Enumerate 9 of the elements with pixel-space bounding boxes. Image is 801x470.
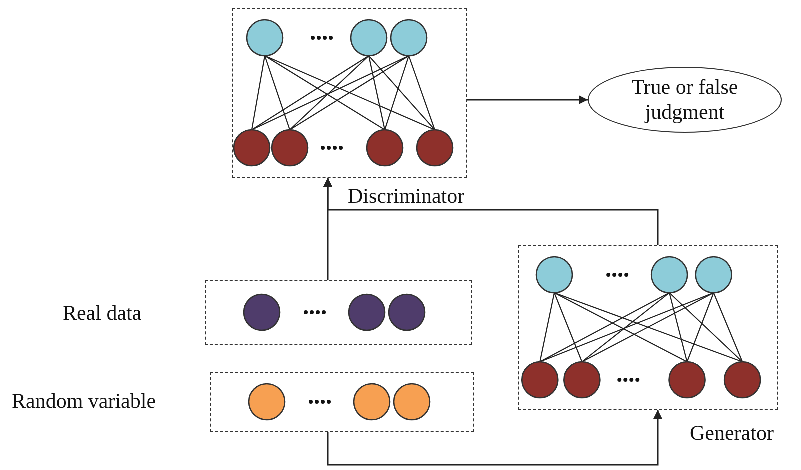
group-label: Generator (690, 421, 774, 446)
arrow (327, 410, 662, 466)
judgment-ellipse (588, 67, 782, 133)
group-label: Discriminator (348, 184, 465, 209)
arrow (467, 96, 588, 104)
group-label: Random variable (12, 389, 156, 414)
node-text: True or false judgment (630, 74, 740, 126)
arrow (324, 178, 659, 245)
group-label: Real data (63, 301, 142, 326)
